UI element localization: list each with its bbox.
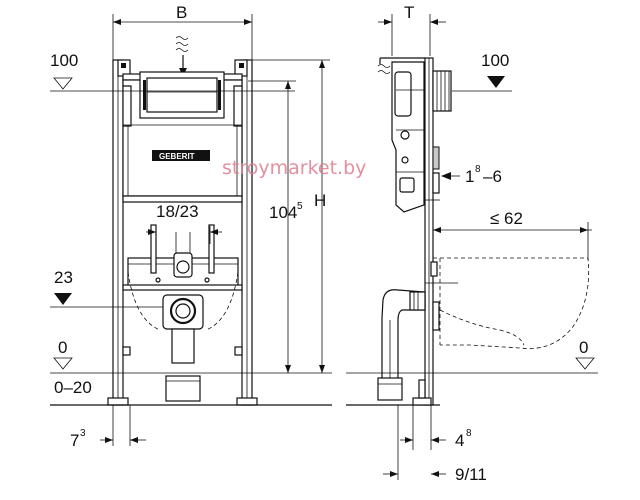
frame-height-dimension: 104 5 — [248, 80, 303, 373]
watermark: stroymarket.by — [222, 157, 366, 179]
frame: GEBERIT — [107, 59, 258, 406]
side-level-floor-label: 0 — [579, 338, 588, 357]
floor-range: 0–20 — [50, 378, 332, 406]
bowl-projection-label: ≤ 62 — [490, 209, 523, 228]
front-view: B — [50, 3, 332, 450]
bowl-projection-dimension: ≤ 62 — [433, 209, 592, 260]
level-drain-label: 23 — [54, 268, 73, 287]
level-0-side: 0 — [346, 338, 598, 374]
depth-label: T — [404, 3, 414, 22]
level-0-front: 0 — [50, 338, 332, 374]
brand-logo: GEBERIT — [152, 150, 210, 161]
width-label: B — [176, 3, 187, 22]
frame-height-label: 104 — [269, 203, 297, 222]
drain-pipe — [377, 289, 440, 401]
wall-range-end: –6 — [483, 167, 502, 186]
side-level-top-label: 100 — [481, 51, 509, 70]
depth-dimension: T — [378, 3, 446, 56]
toilet-bowl-outline — [433, 257, 589, 349]
pipe-offset-label: 4 — [455, 431, 464, 450]
floor-range-label: 0–20 — [54, 378, 92, 397]
pipe-offset-sup: 8 — [466, 428, 472, 439]
level-triangle-open-icon — [53, 77, 73, 90]
level-100-front: 100 — [50, 51, 295, 92]
total-height-label: H — [314, 191, 326, 210]
wall-range-label: 1 — [465, 167, 474, 186]
pipe-range-dimension: 9/11 — [383, 465, 487, 484]
level-triangle-filled-icon — [54, 293, 72, 305]
wall-range-dimension: 1 8 –6 — [441, 164, 502, 186]
level-top-label: 100 — [50, 51, 78, 70]
drain-spacing-dimension: 18/23 — [146, 202, 222, 244]
pipe-offset-dimension: 4 8 — [397, 405, 472, 480]
level-23: 23 — [50, 268, 163, 308]
foot-offset-dimension: 7 3 — [70, 405, 146, 450]
foot-offset-sup: 3 — [80, 428, 86, 439]
brand-logo-text: GEBERIT — [159, 152, 195, 161]
level-floor-label: 0 — [58, 338, 67, 357]
pipe-range-label: 9/11 — [455, 465, 487, 484]
foot-offset-label: 7 — [70, 431, 79, 450]
water-inlet-icon — [175, 36, 189, 76]
level-100-side: 100 — [452, 51, 512, 92]
side-view: T 100 — [346, 3, 598, 484]
total-height-dimension: H — [252, 59, 330, 373]
drain-spacing-label: 18/23 — [156, 202, 199, 221]
width-dimension: B — [112, 3, 253, 60]
frame-height-sup: 5 — [297, 201, 303, 212]
wall-range-sup: 8 — [475, 164, 481, 175]
